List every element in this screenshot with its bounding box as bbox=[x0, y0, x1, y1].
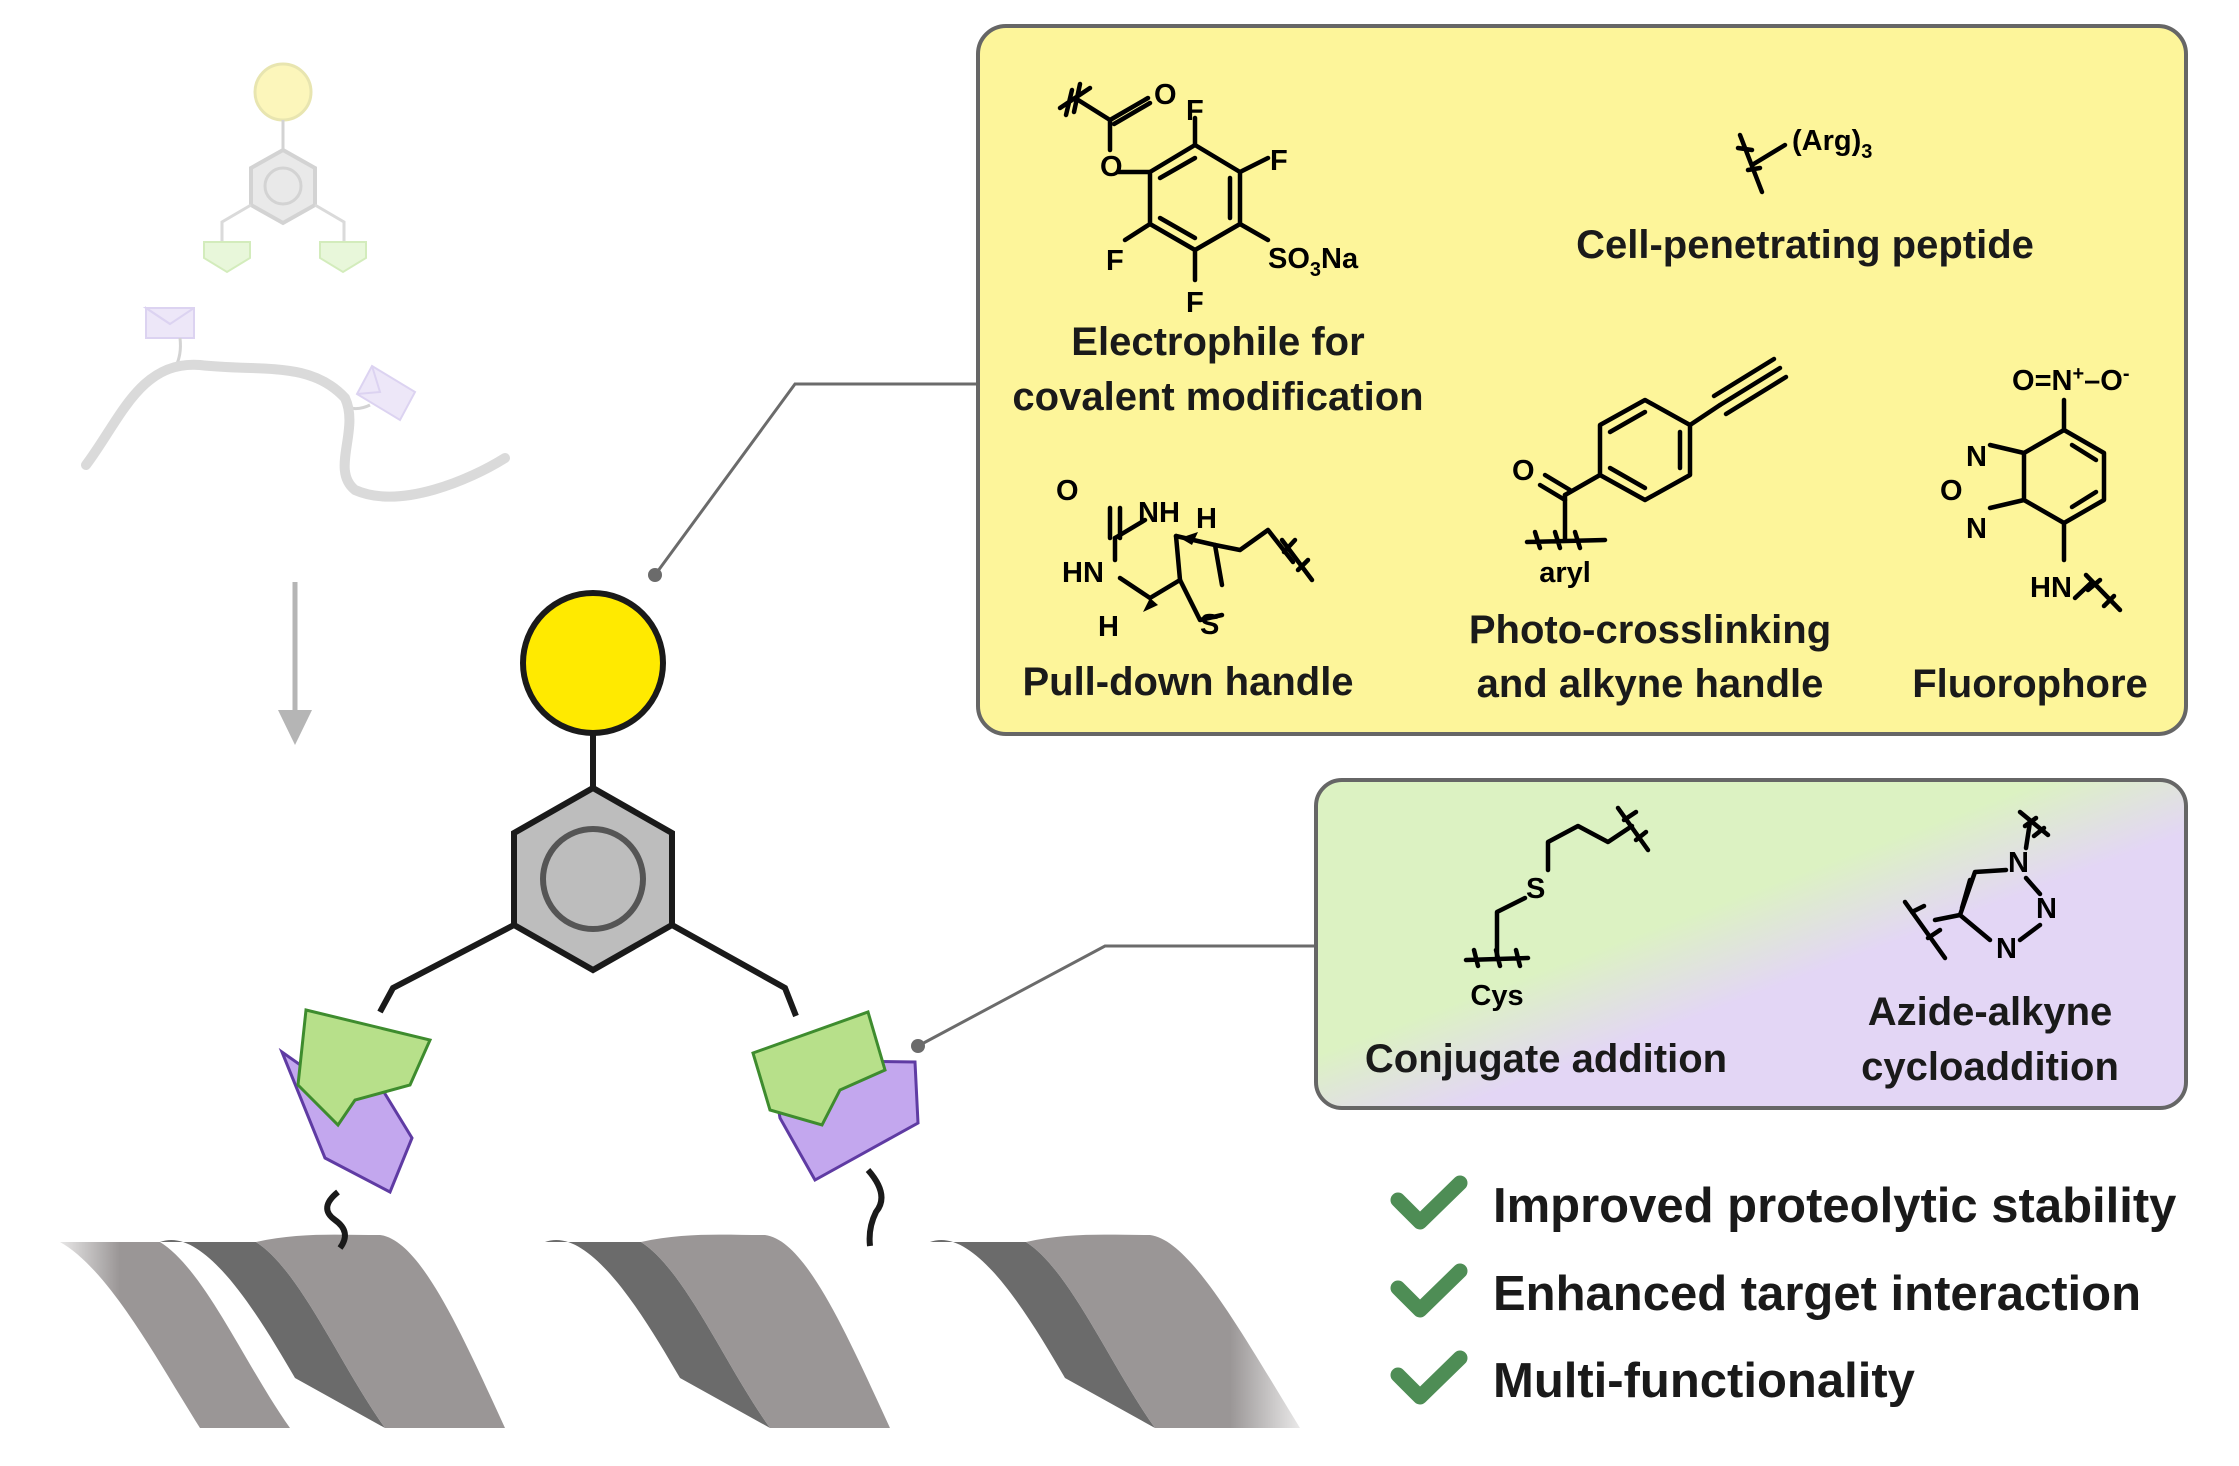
nitro-o: O=N+–O- bbox=[2012, 363, 2130, 397]
atom-nh: NH bbox=[1138, 497, 1180, 529]
nbd-structure: O=N+–O- N O N HN bbox=[1940, 363, 2130, 613]
electrophile-structure: O O F F F F SO3Na bbox=[1057, 79, 1359, 319]
atom-n: N bbox=[2036, 893, 2057, 925]
stapled-construct bbox=[278, 590, 920, 1250]
atom-f: F bbox=[1270, 145, 1288, 177]
azide-label: Azide-alkyne bbox=[1868, 990, 2113, 1034]
atom-o: O bbox=[1100, 151, 1123, 183]
pulldown-label: Pull-down handle bbox=[1022, 660, 1353, 704]
atom-f: F bbox=[1106, 245, 1124, 277]
conjugate-label: Conjugate addition bbox=[1365, 1037, 1727, 1081]
cpp-label: Cell-penetrating peptide bbox=[1576, 223, 2034, 267]
atom-o: O bbox=[1154, 79, 1177, 111]
check-icon bbox=[1390, 1350, 1468, 1405]
unstapled-peptide-schematic bbox=[81, 62, 510, 502]
electrophile-label: covalent modification bbox=[1012, 375, 1423, 419]
aryl-label: aryl bbox=[1539, 557, 1591, 589]
cpp-structure: (Arg)3 bbox=[1735, 125, 1872, 195]
fluorophore-label: Fluorophore bbox=[1912, 662, 2148, 706]
photo-label: Photo-crosslinking bbox=[1469, 608, 1831, 652]
cys-label: Cys bbox=[1470, 980, 1523, 1012]
functional-groups-panel bbox=[976, 24, 2188, 736]
benefit-text: Improved proteolytic stability bbox=[1493, 1179, 2176, 1233]
photo-crosslinker-structure: O aryl bbox=[1512, 356, 1789, 589]
atom-n: N bbox=[1966, 513, 1987, 545]
triazole-structure: N N N bbox=[1902, 809, 2057, 965]
atom-n: N bbox=[1966, 441, 1987, 473]
atom-o: O bbox=[1512, 455, 1535, 487]
biotin-structure: O NH H HN H S bbox=[1056, 475, 1315, 643]
atom-o: O bbox=[1940, 475, 1963, 507]
arginine-group: (Arg)3 bbox=[1792, 125, 1872, 163]
benefits-list: Improved proteolytic stability Enhanced … bbox=[1390, 1175, 2176, 1408]
atom-h: H bbox=[1098, 611, 1119, 643]
benefit-text: Enhanced target interaction bbox=[1493, 1267, 2141, 1321]
atom-hn: HN bbox=[1062, 557, 1104, 589]
atom-n1: N bbox=[2008, 847, 2029, 879]
benefit-text: Multi-functionality bbox=[1493, 1354, 1915, 1408]
atom-o: O bbox=[1056, 475, 1079, 507]
azide-label: cycloaddition bbox=[1861, 1045, 2119, 1089]
alpha-helix bbox=[50, 1225, 1310, 1435]
crosslinks-panel bbox=[1314, 778, 2188, 1110]
atom-n: N bbox=[1996, 933, 2017, 965]
atom-s: S bbox=[1200, 609, 1219, 641]
atom-hn: HN bbox=[2030, 572, 2072, 604]
transformation-arrow bbox=[278, 582, 312, 745]
benefit-item: Multi-functionality bbox=[1390, 1350, 1915, 1408]
check-icon bbox=[1390, 1263, 1468, 1318]
sulfonate-group: SO3Na bbox=[1268, 243, 1359, 281]
atom-s: S bbox=[1526, 873, 1545, 905]
callout-connectors bbox=[648, 382, 1315, 1053]
atom-h: H bbox=[1196, 503, 1217, 535]
thioether-structure: S Cys bbox=[1463, 805, 1651, 1012]
photo-label: and alkyne handle bbox=[1477, 662, 1824, 706]
benefit-item: Improved proteolytic stability bbox=[1390, 1175, 2176, 1233]
atom-f: F bbox=[1186, 287, 1204, 319]
atom-f: F bbox=[1186, 95, 1204, 127]
electrophile-label: Electrophile for bbox=[1071, 320, 1364, 364]
check-icon bbox=[1390, 1175, 1468, 1230]
benefit-item: Enhanced target interaction bbox=[1390, 1263, 2141, 1321]
